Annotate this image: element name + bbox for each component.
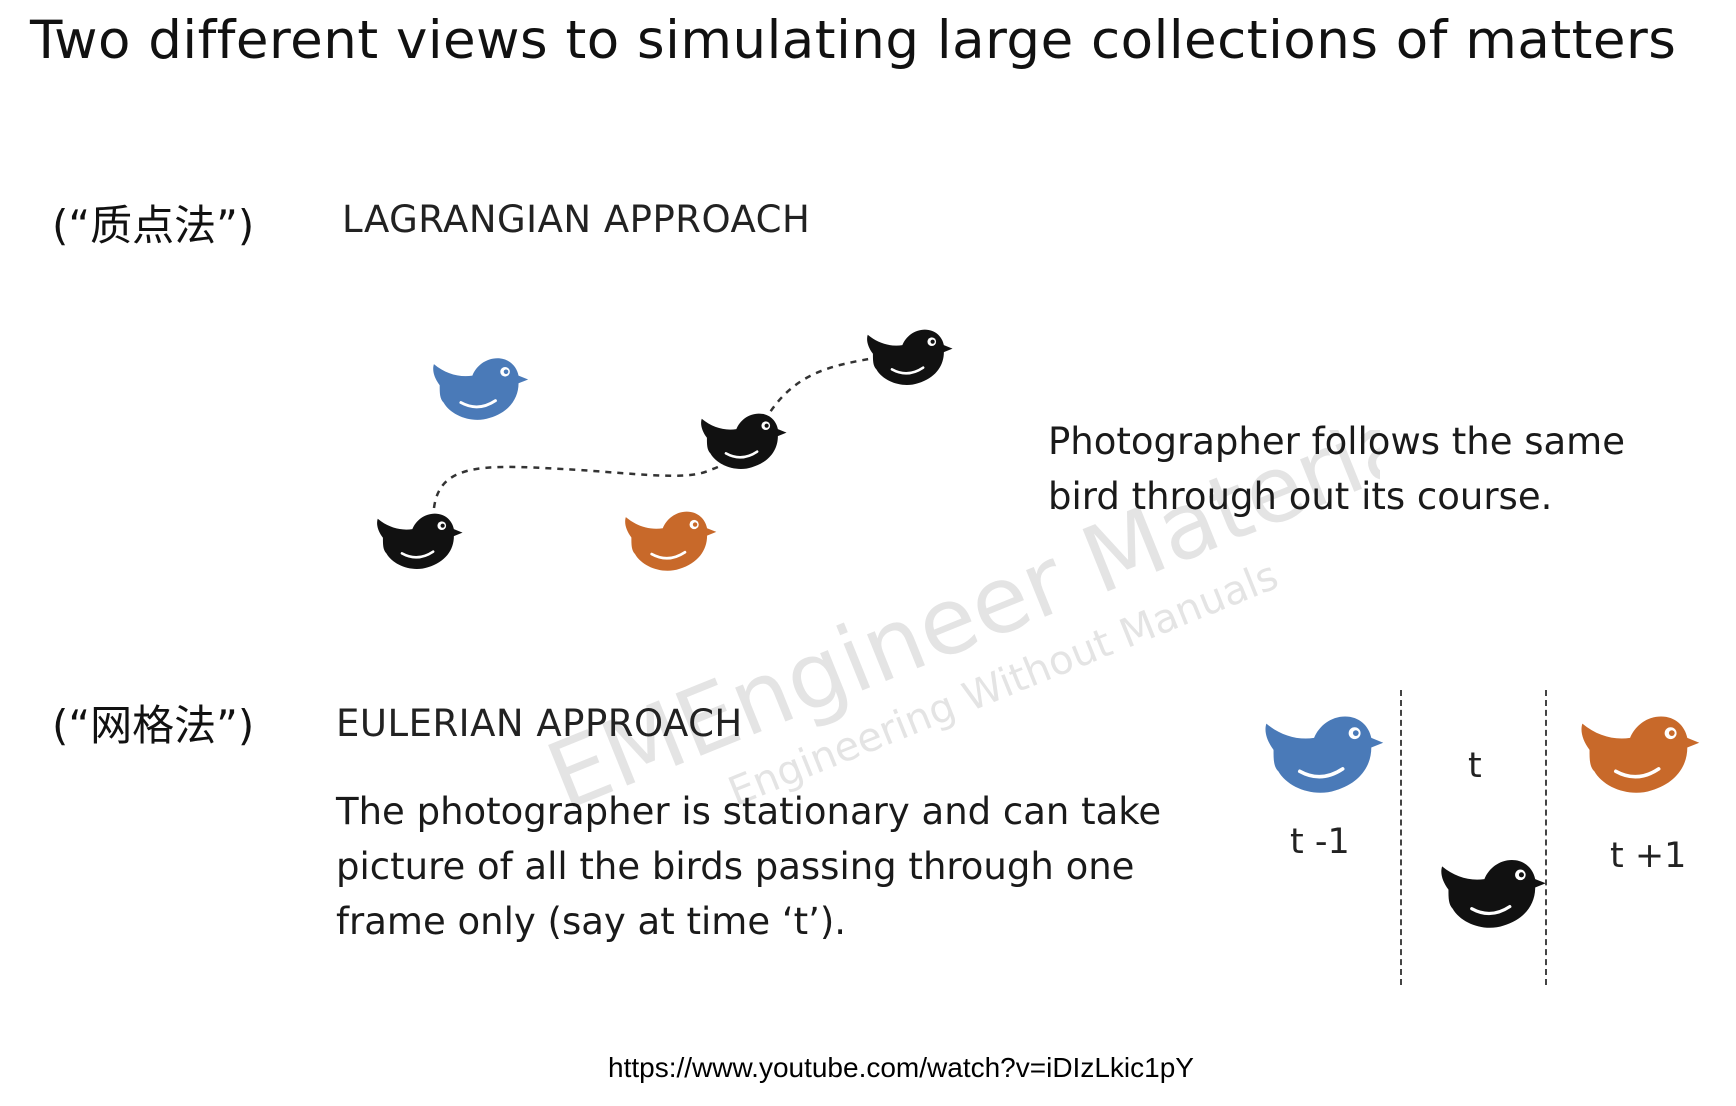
lagrangian-chinese-label: (“质点法”) [52,201,255,250]
watermark-line2: Engineering Without Manuals [722,553,1284,810]
bird-icon [1441,860,1546,928]
source-url: https://www.youtube.com/watch?v=iDIzLkic… [608,1052,1194,1083]
time-label-t-plus-1: t +1 [1610,836,1687,876]
lagrangian-heading: LAGRANGIAN APPROACH [342,198,811,241]
slide-title: Two different views to simulating large … [30,10,1677,71]
bird-icon [625,511,717,571]
eulerian-description: The photographer is stationary and can t… [336,784,1176,949]
lagrangian-description-line: Photographer follows the same [1048,420,1625,463]
eulerian-heading: EULERIAN APPROACH [336,702,743,745]
frame-divider-right [1545,690,1547,985]
flight-path [432,354,891,509]
time-label-t: t [1468,746,1482,786]
bird-icon [1265,716,1384,793]
eulerian-description-line: The photographer is stationary and can t… [336,790,1162,833]
eulerian-description-line: frame only (say at time ‘t’). [336,900,847,943]
eulerian-chinese-label: (“网格法”) [52,701,255,750]
bird-icon [701,413,787,469]
frame-divider-left [1400,690,1402,985]
bird-icon [433,358,529,420]
bird-icon [1581,716,1700,793]
lagrangian-description: Photographer follows the same bird throu… [1048,414,1688,524]
eulerian-description-line: picture of all the birds passing through… [336,845,1135,888]
bird-icon [377,513,463,569]
lagrangian-description-line: bird through out its course. [1048,475,1553,518]
bird-icon [867,329,953,385]
time-label-t-minus-1: t -1 [1290,822,1350,862]
